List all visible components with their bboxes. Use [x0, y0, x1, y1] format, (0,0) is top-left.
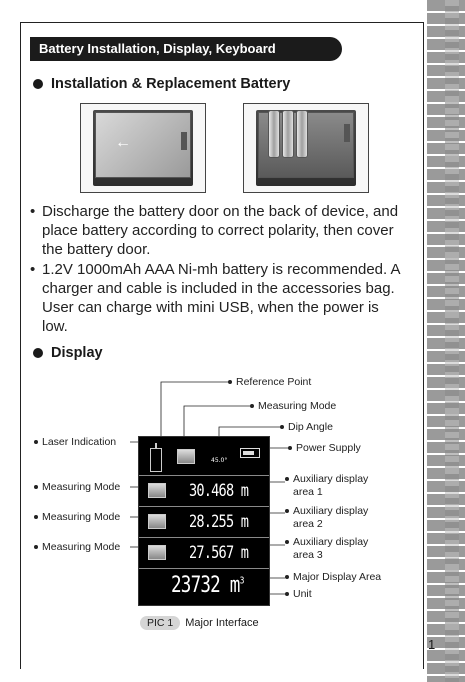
measuring-mode-icon — [148, 514, 166, 529]
section-display: Display — [33, 345, 103, 361]
aux-display-1: 30.468 m — [189, 481, 249, 501]
battery-door-photo: ← — [80, 103, 206, 193]
list-item: •1.2V 1000mAh AAA Ni-mh battery is recom… — [30, 261, 400, 335]
callout-unit: Unit — [285, 588, 312, 601]
major-display-value: 23732 m3 — [171, 573, 244, 598]
dip-angle-readout: 45.0° — [211, 457, 228, 464]
callout-measuring-mode-1: Measuring Mode — [34, 481, 120, 494]
section-display-title: Display — [51, 345, 103, 361]
callout-dip-angle: Dip Angle — [280, 421, 333, 434]
list-item: •Discharge the battery door on the back … — [30, 203, 399, 258]
laser-indication-icon — [150, 443, 162, 472]
page-frame — [20, 22, 424, 669]
figure-caption: PIC 1 Major Interface — [140, 616, 259, 630]
battery-icon — [240, 448, 260, 458]
measuring-mode-icon — [148, 545, 166, 560]
section-installation: Installation & Replacement Battery — [33, 76, 290, 92]
callout-measuring-mode-2: Measuring Mode — [34, 511, 120, 524]
aux-display-2: 28.255 m — [189, 512, 249, 532]
callout-major-area: Major Display Area — [285, 571, 381, 584]
figure-caption-text: Major Interface — [185, 617, 259, 629]
battery-cells-photo — [243, 103, 369, 193]
measuring-mode-icon — [177, 449, 195, 464]
page-header: Battery Installation, Display, Keyboard — [30, 37, 342, 61]
callout-laser-indication: Laser Indication — [34, 436, 116, 449]
aux-display-3: 27.567 m — [189, 543, 249, 563]
battery-instructions: •Discharge the battery door on the back … — [30, 202, 405, 337]
arrow-left-icon: ← — [115, 134, 131, 151]
section-installation-title: Installation & Replacement Battery — [51, 76, 291, 92]
callout-reference-point: Reference Point — [228, 376, 311, 389]
callout-power-supply: Power Supply — [288, 442, 361, 455]
page-ruler-strip — [427, 0, 465, 682]
measuring-mode-icon — [148, 483, 166, 498]
bullet-dot-icon — [33, 79, 43, 89]
bullet-dot-icon — [33, 348, 43, 358]
figure-badge: PIC 1 — [140, 616, 181, 630]
callout-measuring-mode-top: Measuring Mode — [250, 400, 336, 413]
page-number: 1 — [428, 637, 436, 652]
device-display-screen: 45.0° 30.468 m 28.255 m 27.567 m 23732 m… — [138, 436, 270, 606]
unit-superscript: 3 — [239, 575, 245, 587]
callout-measuring-mode-3: Measuring Mode — [34, 541, 120, 554]
